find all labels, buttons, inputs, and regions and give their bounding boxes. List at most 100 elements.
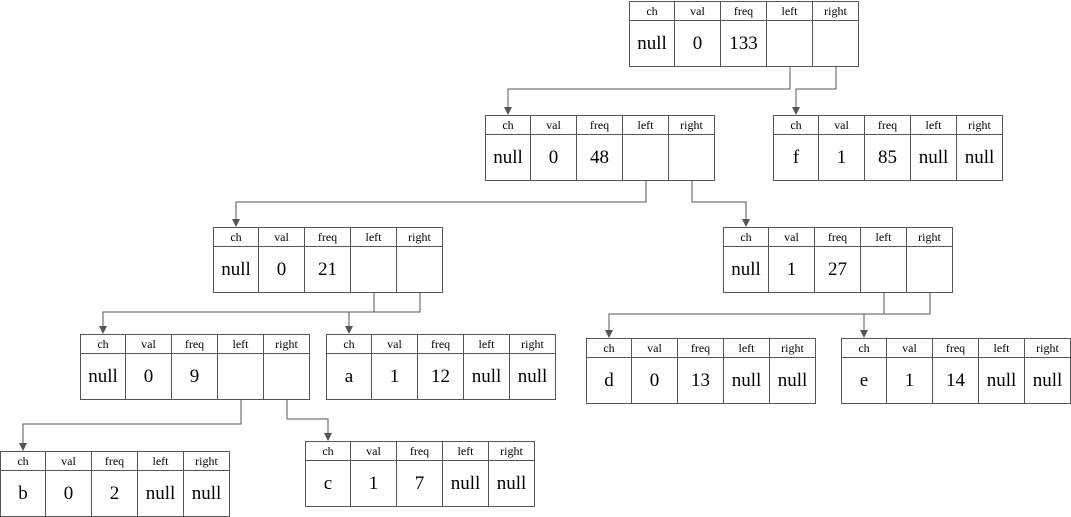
column-header-right: right	[957, 115, 1003, 135]
column-header-freq: freq	[397, 441, 443, 461]
node-ch-cell: null	[213, 247, 259, 293]
node-ch-cell: null	[80, 354, 126, 400]
column-header-val: val	[351, 441, 397, 461]
column-header-ch: ch	[586, 338, 632, 358]
column-header-ch: ch	[485, 115, 531, 135]
column-header-right: right	[770, 338, 816, 358]
column-header-val: val	[46, 451, 92, 471]
node-val-cell: 0	[632, 358, 678, 404]
column-header-left: left	[911, 115, 957, 135]
column-header-left: left	[443, 441, 489, 461]
node-right-cell	[264, 354, 310, 400]
node-val-cell: 0	[259, 247, 305, 293]
node-left-cell	[767, 21, 813, 67]
edge-n9-left-to-b	[19, 377, 242, 451]
node-freq-cell: 85	[865, 135, 911, 181]
node-left-cell	[861, 247, 907, 293]
column-header-right: right	[1025, 338, 1071, 358]
column-header-freq: freq	[933, 338, 979, 358]
column-header-ch: ch	[841, 338, 887, 358]
column-header-right: right	[813, 1, 859, 21]
node-right-cell: null	[1025, 358, 1071, 404]
column-header-freq: freq	[305, 227, 351, 247]
column-header-val: val	[769, 227, 815, 247]
node-val-cell: 1	[769, 247, 815, 293]
node-ch-cell: e	[841, 358, 887, 404]
column-header-val: val	[819, 115, 865, 135]
node-val-cell: 0	[46, 471, 92, 517]
node-val-cell: 0	[126, 354, 172, 400]
column-header-freq: freq	[172, 334, 218, 354]
column-header-val: val	[531, 115, 577, 135]
node-val-cell: 0	[675, 21, 721, 67]
node-left-cell	[351, 247, 397, 293]
column-header-ch: ch	[305, 441, 351, 461]
node-ch-cell: a	[326, 354, 372, 400]
column-header-ch: ch	[80, 334, 126, 354]
node-ch-cell: d	[586, 358, 632, 404]
column-header-right: right	[489, 441, 535, 461]
column-header-left: left	[218, 334, 264, 354]
node-left-cell: null	[911, 135, 957, 181]
column-header-left: left	[724, 338, 770, 358]
column-header-left: left	[861, 227, 907, 247]
column-header-val: val	[887, 338, 933, 358]
node-right-cell	[907, 247, 953, 293]
node-right-cell: null	[184, 471, 230, 517]
node-freq-cell: 9	[172, 354, 218, 400]
node-val-cell: 1	[351, 461, 397, 507]
column-header-right: right	[397, 227, 443, 247]
column-header-freq: freq	[92, 451, 138, 471]
column-header-ch: ch	[629, 1, 675, 21]
node-ch-cell: null	[629, 21, 675, 67]
node-right-cell: null	[489, 461, 535, 507]
node-right-cell	[669, 135, 715, 181]
column-header-right: right	[510, 334, 556, 354]
node-right-cell	[397, 247, 443, 293]
column-header-right: right	[184, 451, 230, 471]
column-header-right: right	[669, 115, 715, 135]
node-freq-cell: 48	[577, 135, 623, 181]
node-val-cell: 0	[531, 135, 577, 181]
node-freq-cell: 27	[815, 247, 861, 293]
node-val-cell: 1	[372, 354, 418, 400]
column-header-left: left	[623, 115, 669, 135]
column-header-left: left	[138, 451, 184, 471]
column-header-ch: ch	[773, 115, 819, 135]
node-freq-cell: 21	[305, 247, 351, 293]
column-header-freq: freq	[865, 115, 911, 135]
column-header-val: val	[126, 334, 172, 354]
node-ch-cell: null	[485, 135, 531, 181]
node-right-cell: null	[957, 135, 1003, 181]
column-header-ch: ch	[213, 227, 259, 247]
node-right-cell: null	[770, 358, 816, 404]
node-left-cell: null	[464, 354, 510, 400]
column-header-ch: ch	[0, 451, 46, 471]
node-freq-cell: 12	[418, 354, 464, 400]
node-ch-cell: b	[0, 471, 46, 517]
column-header-right: right	[907, 227, 953, 247]
node-left-cell: null	[724, 358, 770, 404]
node-ch-cell: f	[773, 135, 819, 181]
column-header-left: left	[464, 334, 510, 354]
node-right-cell: null	[510, 354, 556, 400]
node-left-cell: null	[138, 471, 184, 517]
column-header-ch: ch	[326, 334, 372, 354]
node-left-cell	[218, 354, 264, 400]
column-header-ch: ch	[723, 227, 769, 247]
node-val-cell: 1	[887, 358, 933, 404]
column-header-val: val	[372, 334, 418, 354]
column-header-right: right	[264, 334, 310, 354]
node-right-cell	[813, 21, 859, 67]
node-freq-cell: 14	[933, 358, 979, 404]
